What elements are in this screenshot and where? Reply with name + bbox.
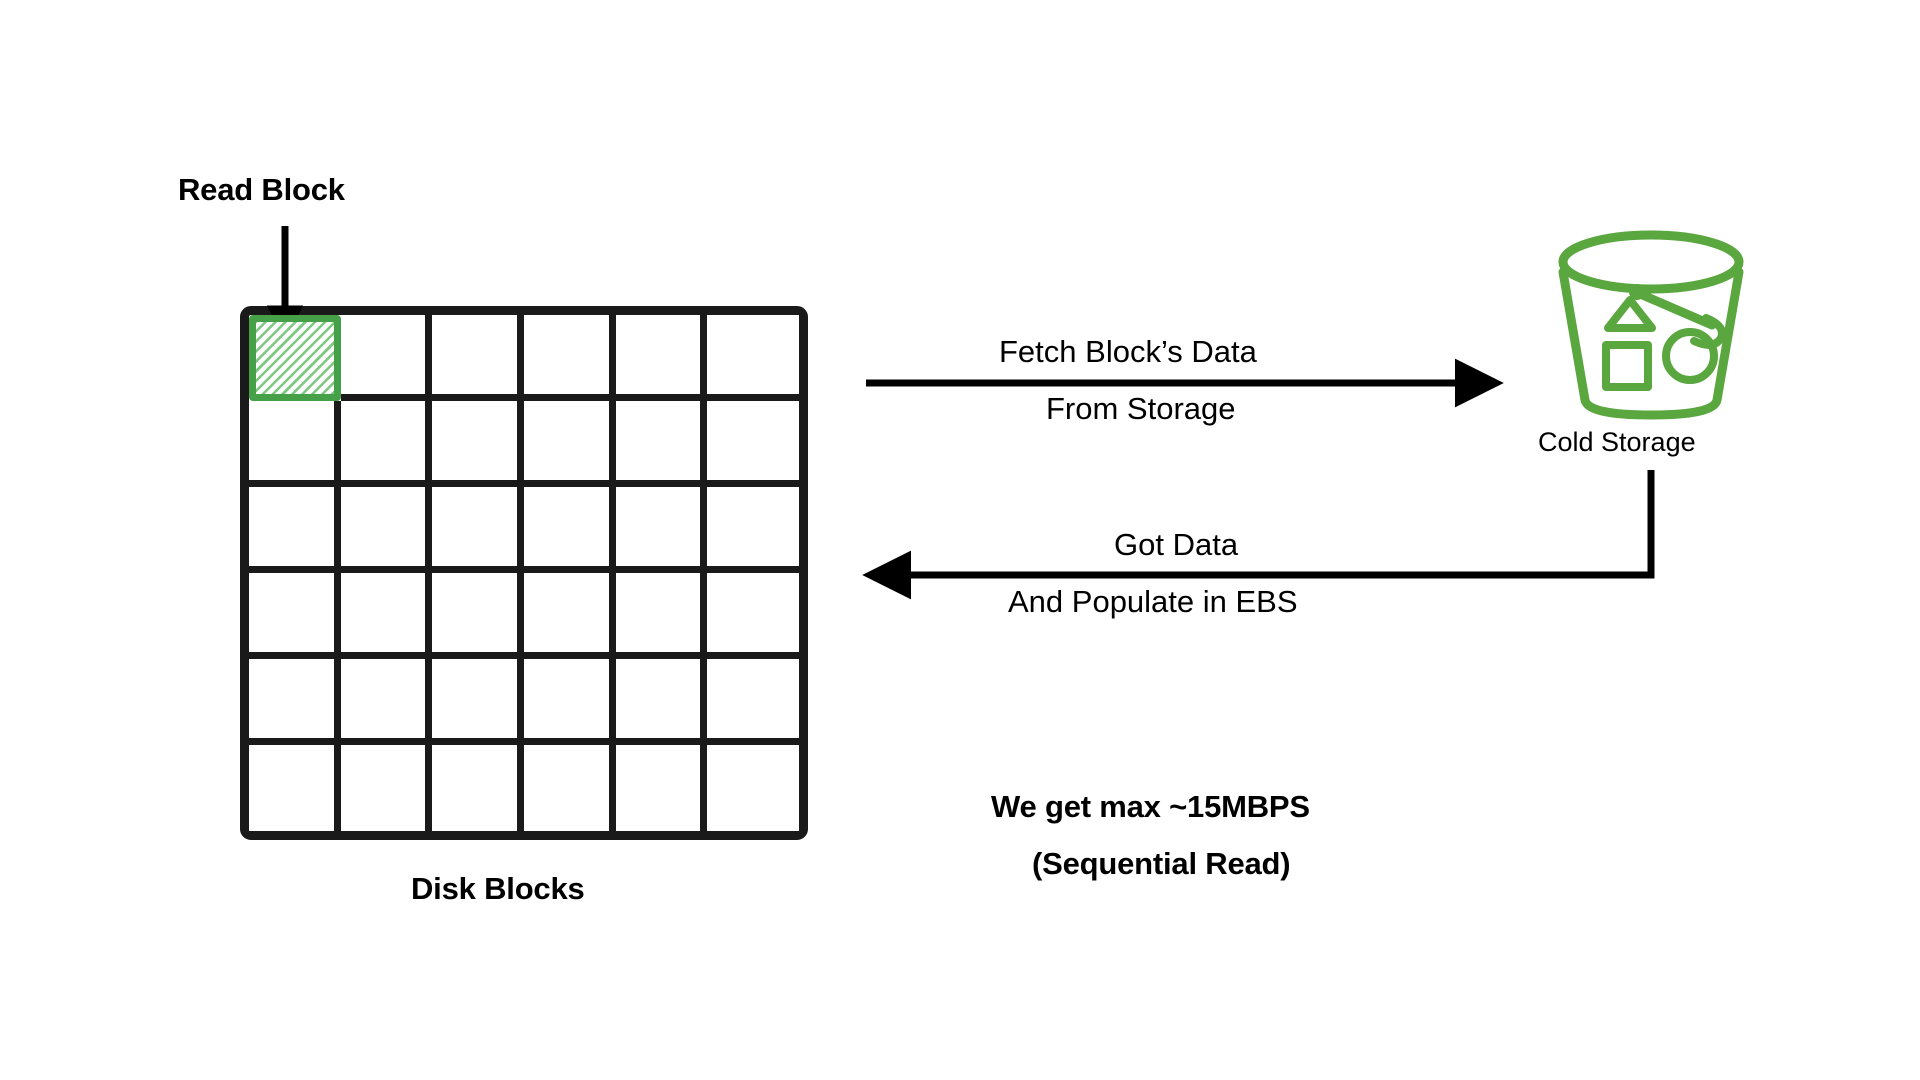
disk-cell[interactable]: [340, 315, 433, 401]
disk-cell[interactable]: [707, 487, 799, 573]
disk-cell[interactable]: [707, 573, 799, 659]
throughput-note-line2: (Sequential Read): [1032, 846, 1291, 881]
fetch-flow-label-line1: Fetch Block’s Data: [999, 334, 1257, 369]
disk-cell[interactable]: [432, 745, 524, 831]
disk-cell[interactable]: [249, 487, 341, 573]
response-flow-label-line1: Got Data: [1114, 527, 1239, 562]
disk-cell[interactable]: [523, 401, 616, 487]
disk-cell[interactable]: [615, 401, 708, 487]
response-flow-label-line2: And Populate in EBS: [1008, 584, 1298, 619]
read-block-label: Read Block: [178, 172, 345, 207]
s3-bucket-icon: [1558, 230, 1744, 420]
response-return-arrow: [862, 470, 1655, 600]
disk-cell[interactable]: [432, 315, 524, 401]
disk-cell[interactable]: [615, 487, 708, 573]
disk-cell[interactable]: [615, 659, 708, 745]
disk-cell[interactable]: [615, 573, 708, 659]
disk-cell[interactable]: [707, 401, 799, 487]
disk-cell[interactable]: [707, 315, 799, 401]
disk-cell[interactable]: [523, 573, 616, 659]
disk-cell[interactable]: [249, 659, 341, 745]
disk-cell[interactable]: [249, 401, 341, 487]
disk-cell-highlighted[interactable]: [249, 315, 341, 401]
disk-cell[interactable]: [707, 659, 799, 745]
disk-cell[interactable]: [432, 573, 524, 659]
disk-cell[interactable]: [523, 487, 616, 573]
disk-cell[interactable]: [432, 659, 524, 745]
disk-cell[interactable]: [615, 315, 708, 401]
disk-cell[interactable]: [432, 401, 524, 487]
disk-cell[interactable]: [249, 573, 341, 659]
disk-cell[interactable]: [432, 487, 524, 573]
disk-blocks-grid: [240, 306, 808, 840]
disk-cell[interactable]: [707, 745, 799, 831]
disk-cell[interactable]: [340, 573, 433, 659]
disk-cell[interactable]: [340, 401, 433, 487]
throughput-note-line1: We get max ~15MBPS: [991, 789, 1310, 824]
fetch-flow-label-line2: From Storage: [1046, 391, 1236, 426]
cold-storage-label: Cold Storage: [1538, 427, 1696, 457]
disk-cell[interactable]: [340, 487, 433, 573]
disk-blocks-label: Disk Blocks: [411, 871, 585, 906]
disk-cell[interactable]: [340, 659, 433, 745]
disk-cell[interactable]: [615, 745, 708, 831]
disk-cell[interactable]: [340, 745, 433, 831]
disk-cell[interactable]: [249, 745, 341, 831]
disk-cell[interactable]: [523, 315, 616, 401]
disk-cell[interactable]: [523, 745, 616, 831]
disk-cell[interactable]: [523, 659, 616, 745]
